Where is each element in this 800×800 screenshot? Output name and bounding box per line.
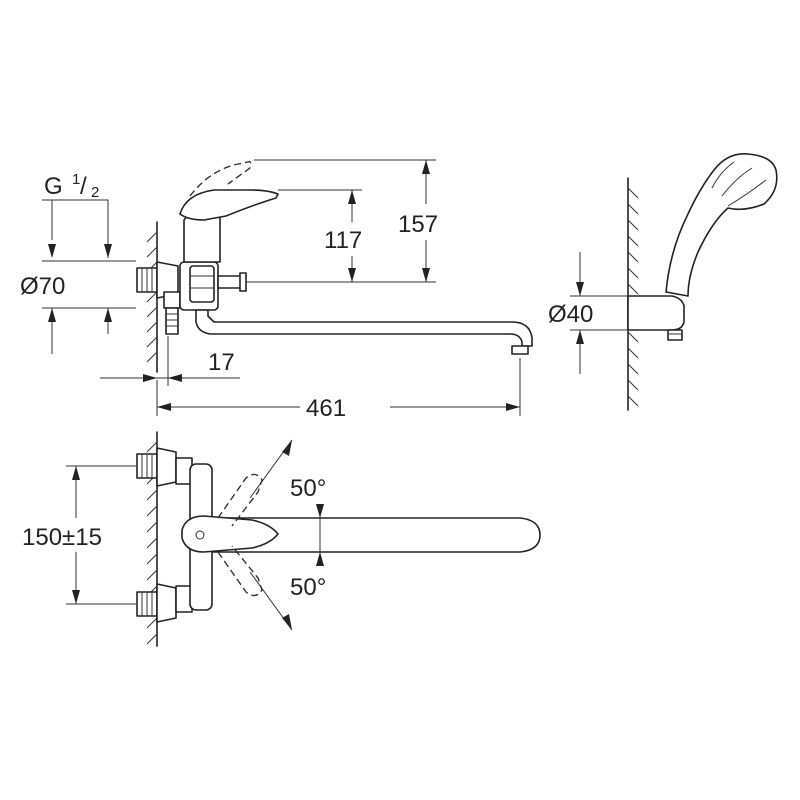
wall-hatch-side <box>146 221 158 373</box>
wall-hatch-shower <box>627 177 639 411</box>
swivel-upper-label: 50° <box>290 475 326 502</box>
valve-diameter-dimension: Ø70 <box>20 260 136 354</box>
eccentric-connector <box>136 261 181 335</box>
connector-upper <box>136 447 193 487</box>
shower-holder <box>627 295 685 341</box>
thread-label-main: G <box>44 173 63 200</box>
mixer-body-top <box>181 463 541 611</box>
thread-label-sup: 1 <box>72 171 80 188</box>
centres-dimension: 150±15 <box>22 465 136 605</box>
handshower-diameter-label: Ø40 <box>548 301 593 328</box>
side-view: G 1 / 2 Ø70 17 <box>20 159 533 422</box>
spout-length-dimension: 461 <box>156 358 521 422</box>
wall-offset-dimension: 17 <box>100 336 240 386</box>
total-height-label: 157 <box>398 211 438 238</box>
lever-height-label: 117 <box>324 227 362 254</box>
thread-dimension: G 1 / 2 <box>42 171 112 258</box>
wall-offset-label: 17 <box>208 349 235 376</box>
hand-shower <box>665 153 778 297</box>
valve-diameter-label: Ø70 <box>20 273 65 300</box>
spout-side <box>195 309 533 355</box>
height-dimensions: 117 157 <box>246 159 438 283</box>
connector-lower <box>136 583 193 623</box>
handshower-diameter-dimension: Ø40 <box>548 252 628 374</box>
top-view: 50° 50° 150±15 <box>22 431 541 647</box>
centres-label: 150±15 <box>22 524 102 551</box>
spout-length-label: 461 <box>306 395 346 422</box>
swivel-lower-label: 50° <box>290 574 326 601</box>
thread-slash: / <box>80 173 87 200</box>
thread-label-sub: 2 <box>91 184 99 201</box>
swivel-positions: 50° 50° <box>217 439 326 631</box>
hand-shower-view: Ø40 <box>548 153 778 411</box>
mixer-body <box>179 160 279 311</box>
